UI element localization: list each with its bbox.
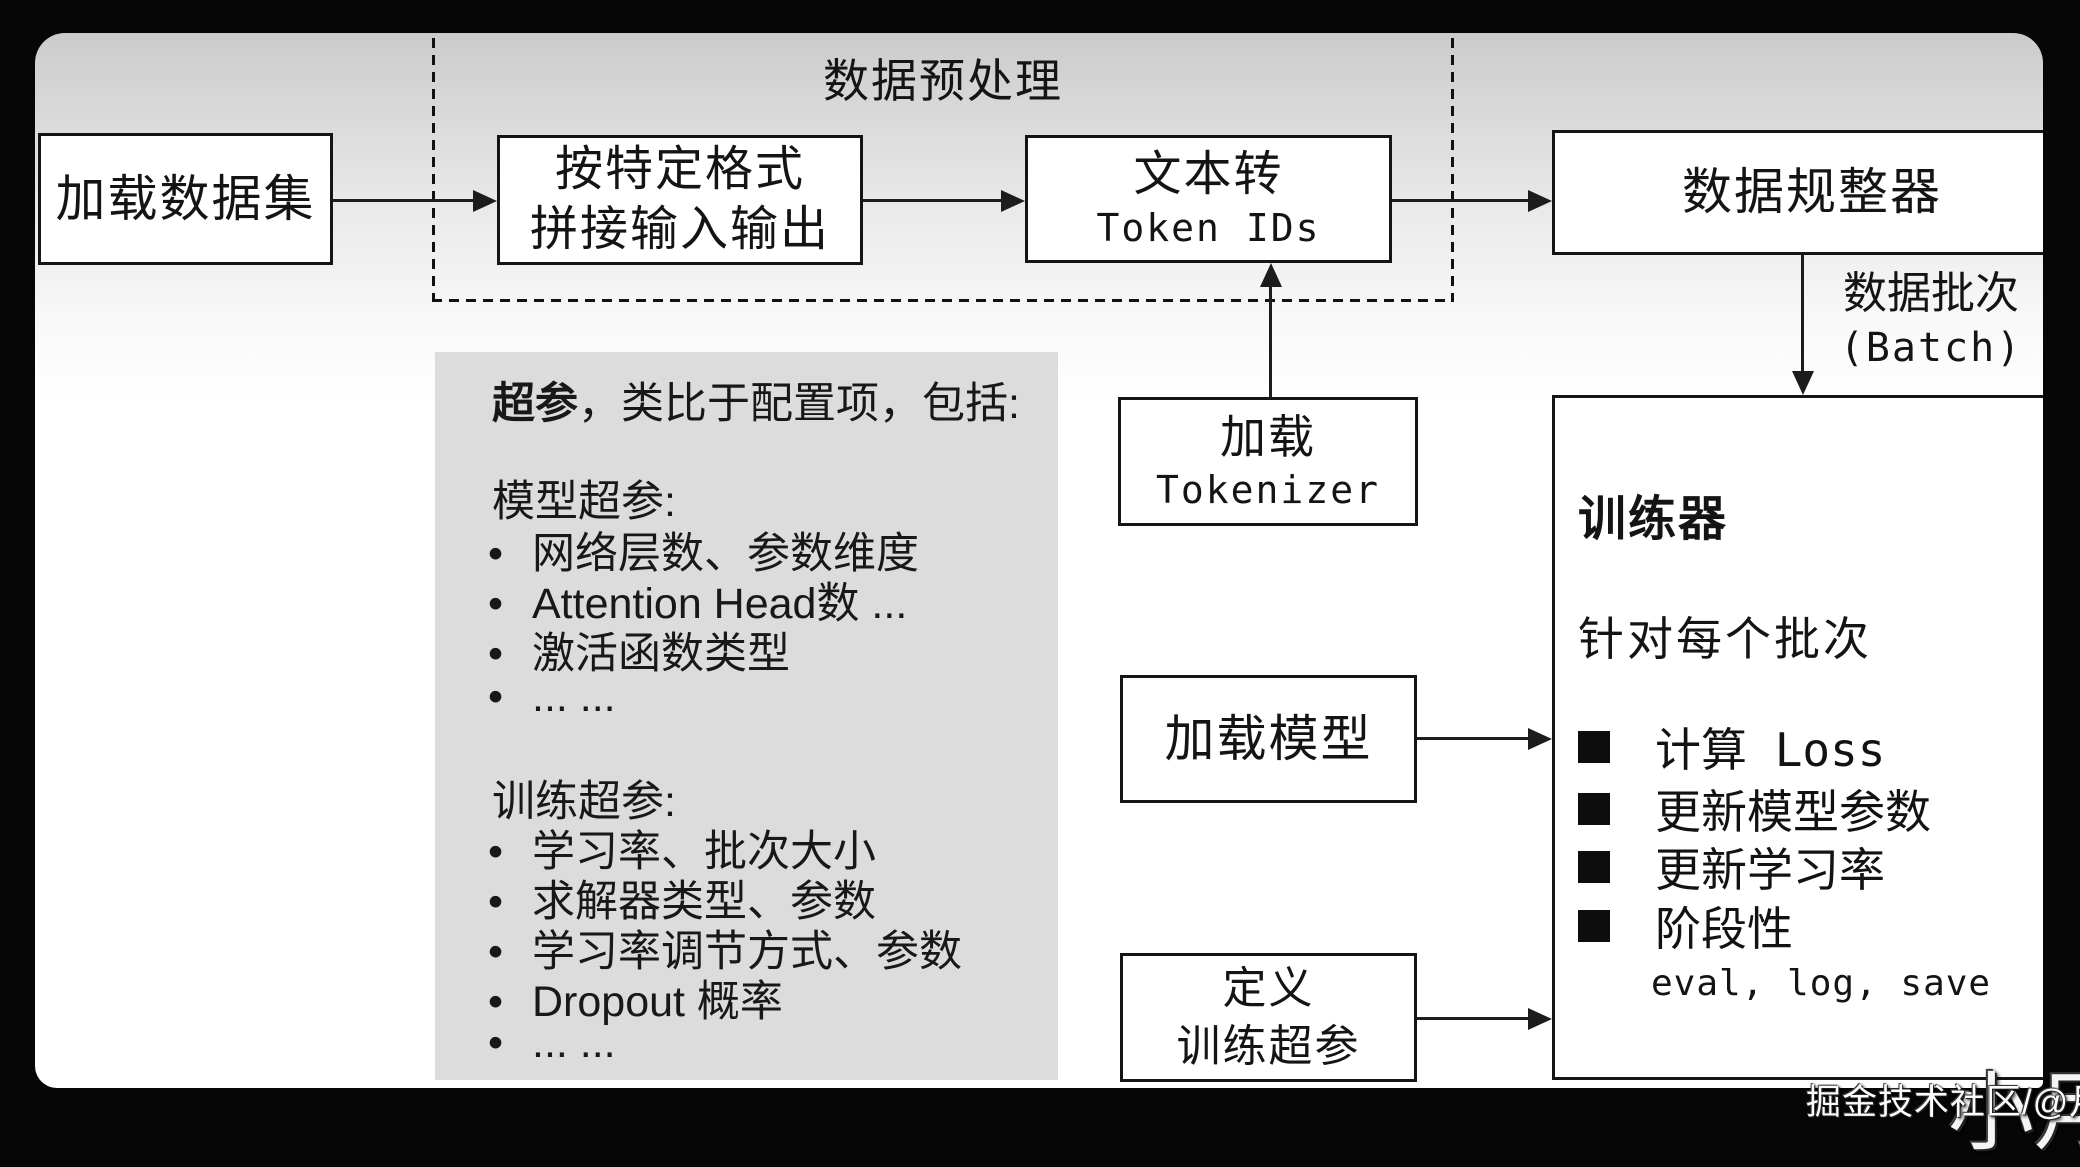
diagram-canvas: 数据预处理 加载数据集 按特定格式 拼接输入输出 文本转 Token IDs 数… (35, 33, 2043, 1088)
node-format-concat: 按特定格式 拼接输入输出 (497, 135, 863, 265)
node-load-tokenizer: 加载 Tokenizer (1118, 397, 1418, 526)
node-define-train-hparams: 定义 训练超参 (1120, 953, 1417, 1082)
square-bullet-icon (1578, 910, 1610, 942)
arrowhead-up-icon (1260, 263, 1282, 287)
bullet-icon: • (488, 580, 504, 628)
hp-train-item: • ... ... (488, 1019, 616, 1068)
batch-label-line1: 数据批次 (1843, 269, 2019, 318)
hp-model-item: • Attention Head数 ... (488, 569, 907, 631)
square-bullet-icon (1578, 793, 1610, 825)
trainer-item-row: 更新模型参数 (1578, 776, 1931, 842)
node-load-model: 加载模型 (1120, 675, 1417, 803)
hp-model-item: • 激活函数类型 (488, 619, 790, 681)
trainer-item-row: 阶段性 (1578, 893, 1793, 959)
node-format-line1: 按特定格式 (554, 143, 805, 196)
bullet-icon: • (488, 978, 504, 1026)
hp-intro-rest: ，类比于配置项，包括: (578, 380, 1020, 428)
node-load-dataset-label: 加载数据集 (55, 170, 316, 227)
preprocess-group-label: 数据预处理 (823, 55, 1063, 107)
batch-label-line2: (Batch) (1839, 325, 2023, 371)
hp-item-label: 学习率、批次大小 (532, 828, 876, 876)
node-text2token-line1: 文本转 (1133, 147, 1284, 201)
edge-hparams-to-trainer (1417, 1017, 1530, 1020)
node-data-collator: 数据规整器 (1552, 130, 2043, 255)
node-load-model-label: 加载模型 (1164, 710, 1373, 767)
hp-item-label: 激活函数类型 (532, 630, 790, 678)
dashed-border-left (432, 33, 435, 302)
arrowhead-right-icon (1528, 190, 1552, 212)
trainer-item-label: 更新学习率 (1655, 843, 1885, 897)
node-load-tokenizer-line1: 加载 (1220, 411, 1316, 463)
edge-format-to-text2token (863, 199, 1003, 202)
hp-model-item: • 网络层数、参数维度 (488, 519, 919, 581)
node-load-tokenizer-line2: Tokenizer (1156, 467, 1380, 512)
hp-train-item: • 学习率调节方式、参数 (488, 917, 962, 979)
bullet-icon: • (488, 928, 504, 976)
bullet-icon: • (488, 630, 504, 678)
hp-train-item: • 求解器类型、参数 (488, 867, 876, 929)
bullet-icon: • (488, 828, 504, 876)
node-define-hparams-line2: 训练超参 (1176, 1021, 1361, 1071)
bullet-icon: • (488, 878, 504, 926)
square-bullet-icon (1578, 851, 1610, 883)
hp-intro-bold: 超参 (492, 380, 578, 428)
edge-collator-to-trainer (1801, 255, 1804, 373)
arrowhead-down-icon (1792, 371, 1814, 395)
edge-dataset-to-format (333, 199, 475, 202)
square-bullet-icon (1578, 731, 1610, 763)
watermark-small: 掘金技术社区/@月饼 (1806, 1083, 2080, 1122)
hp-model-item: • ... ... (488, 673, 616, 722)
node-text2token-line2: Token IDs (1096, 206, 1321, 251)
hyperparam-panel (435, 352, 1058, 1080)
preprocess-dashed-group (432, 33, 1454, 302)
hp-train-item: • Dropout 概率 (488, 967, 783, 1029)
hp-train-section: 训练超参: (492, 778, 676, 826)
hp-item-label: ... ... (532, 1019, 616, 1067)
edge-tokenizer-to-text2token (1269, 285, 1272, 397)
hp-train-item: • 学习率、批次大小 (488, 817, 876, 879)
edge-text2token-to-collator (1392, 199, 1530, 202)
trainer-item-row: 更新学习率 (1578, 834, 1885, 900)
trainer-footer-label: eval, log, save (1651, 963, 1992, 1004)
edge-model-to-trainer (1417, 737, 1530, 740)
trainer-item-label: 阶段性 (1655, 902, 1793, 956)
hp-item-label: Dropout 概率 (532, 978, 783, 1026)
hp-model-section: 模型超参: (492, 478, 676, 526)
hp-item-label: 学习率调节方式、参数 (532, 928, 962, 976)
bullet-icon: • (488, 1019, 504, 1067)
hp-item-label: 求解器类型、参数 (532, 878, 876, 926)
node-text-to-token-ids: 文本转 Token IDs (1025, 135, 1392, 263)
trainer-item-row: 计算 Loss (1578, 714, 1885, 780)
node-format-line2: 拼接输入输出 (529, 203, 830, 256)
trainer-item-label: 更新模型参数 (1655, 785, 1931, 839)
arrowhead-right-icon (1528, 1008, 1552, 1030)
node-define-hparams-line1: 定义 (1222, 964, 1315, 1014)
arrowhead-right-icon (1528, 728, 1552, 750)
node-trainer (1552, 395, 2043, 1080)
hp-item-label: ... ... (532, 673, 616, 721)
hp-item-label: Attention Head数 ... (532, 580, 908, 628)
dashed-border-right (1451, 33, 1454, 302)
trainer-title: 训练器 (1578, 493, 1729, 546)
trainer-item-label: 计算 Loss (1655, 723, 1886, 777)
batch-edge-label: 数据批次 (Batch) (1821, 267, 2041, 375)
trainer-subtitle: 针对每个批次 (1578, 613, 1872, 665)
dashed-border-bottom (432, 299, 1454, 302)
hp-intro: 超参，类比于配置项，包括: (492, 369, 1020, 431)
hp-item-label: 网络层数、参数维度 (532, 530, 919, 578)
node-data-collator-label: 数据规整器 (1682, 164, 1942, 220)
bullet-icon: • (488, 530, 504, 578)
arrowhead-right-icon (1001, 190, 1025, 212)
arrowhead-right-icon (473, 190, 497, 212)
bullet-icon: • (488, 673, 504, 721)
node-load-dataset: 加载数据集 (38, 133, 333, 265)
